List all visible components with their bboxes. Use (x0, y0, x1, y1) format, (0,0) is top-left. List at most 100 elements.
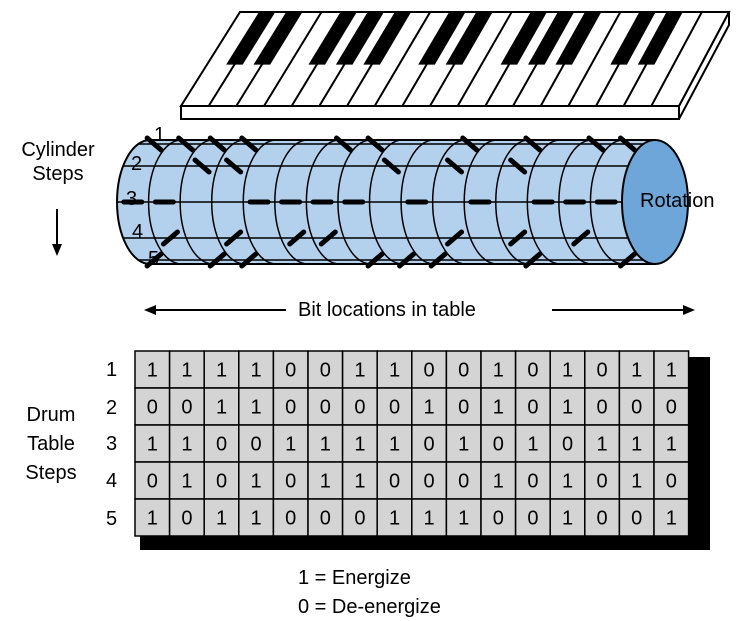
legend-deenergize: 0 = De-energize (298, 596, 441, 618)
table-cell-value: 0 (597, 360, 608, 382)
table-cell-value: 1 (562, 471, 573, 493)
cylinder-end-cap (621, 139, 689, 265)
table-row-number-2: 2 (106, 397, 118, 419)
table-cell-value: 1 (354, 471, 365, 493)
table-cell-value: 0 (527, 360, 538, 382)
cylinder-peg (224, 229, 244, 247)
table-cell (341, 461, 378, 500)
table-cell (584, 498, 621, 537)
table-cell-value: 1 (251, 471, 262, 493)
table-cell (272, 461, 309, 500)
cylinder-peg (428, 251, 448, 269)
table-cell-value: 0 (527, 508, 538, 530)
table-cell (376, 461, 413, 500)
cylinder-peg (239, 251, 259, 269)
bit-locations-arrow (144, 305, 695, 315)
table-cell-value: 0 (666, 471, 677, 493)
table-cell-value: 1 (631, 434, 642, 456)
table-cell (618, 350, 655, 389)
table-cell-value: 0 (527, 471, 538, 493)
cylinder-peg (571, 229, 591, 247)
table-cell (203, 424, 240, 463)
table-cell-value: 1 (597, 434, 608, 456)
cylinder-peg (192, 157, 212, 175)
piano-keyboard-illustration (179, 11, 731, 120)
cylinder-drum (116, 135, 689, 269)
table-cell-value: 1 (562, 397, 573, 419)
table-cell-value: 0 (458, 360, 469, 382)
table-cell (549, 424, 586, 463)
table-cell-value: 0 (631, 508, 642, 530)
table-cell (514, 424, 551, 463)
table-cell (411, 350, 448, 389)
table-cell (341, 387, 378, 426)
table-cell-value: 1 (285, 434, 296, 456)
table-cell-value: 0 (181, 397, 192, 419)
table-cell-value: 0 (424, 360, 435, 382)
table-cell-value: 1 (424, 508, 435, 530)
table-cell-value: 1 (389, 360, 400, 382)
black-key (226, 12, 276, 65)
cylinder-step-number-4: 4 (132, 221, 144, 243)
table-cell (411, 424, 448, 463)
table-cell-value: 1 (181, 434, 192, 456)
rotation-label: Rotation (640, 190, 715, 212)
cylinder-peg (239, 135, 259, 153)
cylinder-pegs (121, 135, 638, 269)
table-cell (411, 461, 448, 500)
table-cell (238, 424, 275, 463)
cylinder-step-number-3: 3 (126, 188, 138, 210)
table-row-number-3: 3 (106, 433, 118, 455)
drum-table-label-line1: Drum (26, 404, 76, 426)
table-cell-value: 1 (147, 508, 158, 530)
table-cell-value: 1 (527, 434, 538, 456)
table-row-number-5: 5 (106, 508, 118, 530)
table-cell (341, 498, 378, 537)
table-cell-value: 0 (597, 508, 608, 530)
table-cell (168, 350, 205, 389)
cylinder-peg (207, 135, 227, 153)
table-row-number-4: 4 (106, 470, 118, 492)
table-cell-value: 1 (147, 360, 158, 382)
black-key (555, 12, 602, 65)
cylinder-step-number-1: 1 (154, 124, 166, 146)
table-cell (307, 461, 344, 500)
cylinder-step-number-5: 5 (148, 248, 160, 270)
table-cell-value: 0 (493, 434, 504, 456)
black-key (500, 12, 547, 65)
table-cell-value: 0 (147, 471, 158, 493)
table-cell-value: 1 (666, 434, 677, 456)
table-cell-value: 0 (631, 397, 642, 419)
cylinder-steps-label-line1: Cylinder (21, 139, 95, 161)
black-keys (226, 12, 683, 65)
table-cell-value: 0 (562, 434, 573, 456)
table-cell-value: 0 (597, 471, 608, 493)
table-cell-value: 0 (285, 508, 296, 530)
table-cell-value: 0 (285, 471, 296, 493)
white-key-divider (567, 11, 622, 107)
table-cell-value: 1 (216, 397, 227, 419)
table-cell (203, 498, 240, 537)
table-cell (445, 387, 482, 426)
table-cell-value: 1 (251, 397, 262, 419)
table-cell-value: 1 (666, 508, 677, 530)
table-cell (584, 387, 621, 426)
drum-table-steps-label: Drum Table Steps (14, 401, 88, 488)
cylinder-steps-label-line2: Steps (32, 163, 84, 185)
cylinder-peg (381, 157, 401, 175)
black-key (363, 12, 412, 65)
cylinder-peg (287, 229, 307, 247)
table-cell-value: 1 (493, 397, 504, 419)
table-cell-value: 0 (493, 508, 504, 530)
table-cell (272, 350, 309, 389)
table-cell-value: 0 (320, 397, 331, 419)
table-cell (134, 424, 171, 463)
table-cell-value: 0 (320, 508, 331, 530)
keyboard-front-edge (180, 105, 680, 120)
table-cell-value: 1 (181, 471, 192, 493)
cylinder-peg (460, 135, 480, 153)
table-cell-value: 0 (389, 471, 400, 493)
